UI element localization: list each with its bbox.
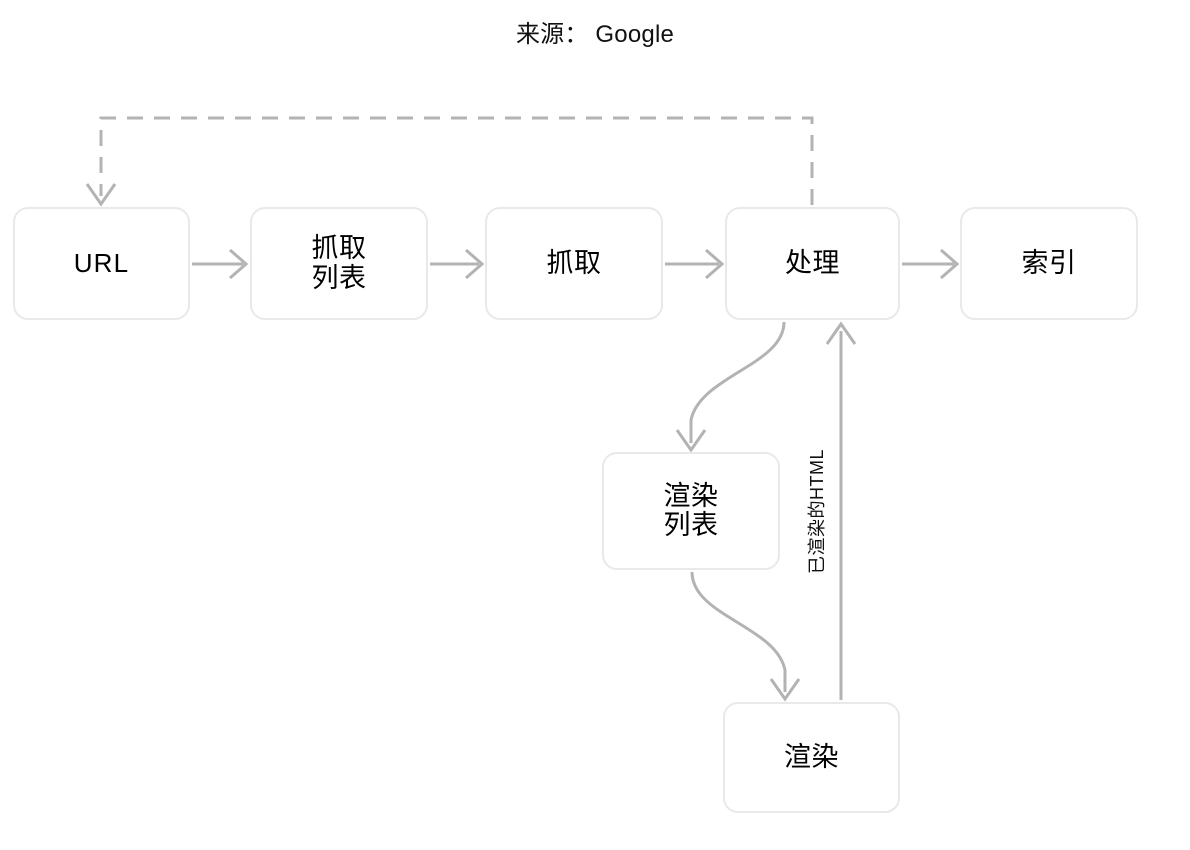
node-crawl-queue[interactable]: 抓取 列表: [250, 207, 428, 320]
edge-render-queue-to-render: [690, 571, 801, 702]
node-index[interactable]: 索引: [960, 207, 1138, 320]
edge-render-to-process: [825, 321, 857, 700]
edge-process-to-index: [902, 248, 960, 280]
node-render[interactable]: 渲染: [723, 702, 900, 813]
edge-url-to-crawl-queue: [192, 248, 249, 280]
node-crawl[interactable]: 抓取: [485, 207, 663, 320]
edge-crawl-to-process: [665, 248, 725, 280]
edge-crawl-queue-to-crawl: [430, 248, 485, 280]
node-crawl-queue-label: 抓取 列表: [311, 233, 367, 293]
node-process[interactable]: 处理: [725, 207, 900, 320]
node-process-label: 处理: [785, 247, 840, 278]
node-render-queue-label: 渲染 列表: [663, 480, 719, 540]
edge-process-to-render-queue: [675, 321, 786, 453]
edge-process-to-url-feedback: [85, 116, 814, 207]
edge-label-rendered-html: 已渲染的HTML: [807, 449, 827, 574]
node-index-label: 索引: [1021, 247, 1077, 278]
node-url[interactable]: URL: [13, 207, 190, 320]
page-title: 来源： Google: [515, 21, 675, 48]
node-render-queue[interactable]: 渲染 列表: [602, 452, 780, 570]
node-url-label: URL: [73, 248, 130, 279]
node-render-label: 渲染: [784, 741, 839, 772]
node-crawl-label: 抓取: [546, 247, 602, 278]
